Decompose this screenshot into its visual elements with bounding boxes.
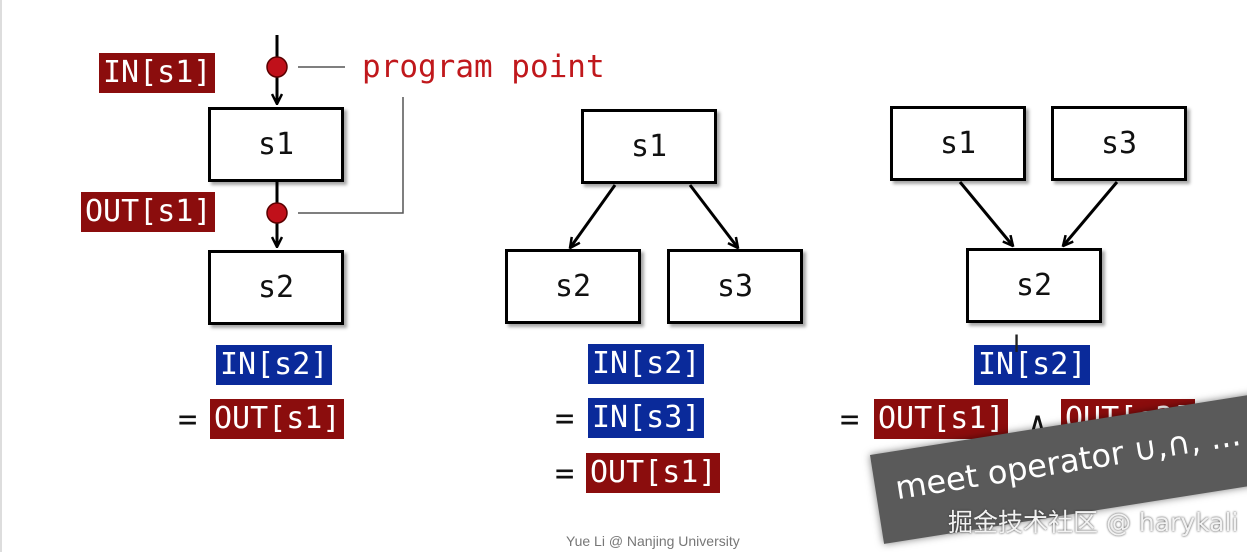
in-s3-tag: IN[s3]	[588, 398, 705, 438]
in-s2-branch-tag: IN[s2]	[588, 344, 705, 384]
s1-to-s3-branch-arrow	[688, 184, 738, 248]
equals-sign-2: =	[555, 454, 575, 492]
node-s2-branch: s2	[505, 249, 641, 324]
node-s3-branch: s3	[667, 249, 803, 324]
node-s1-branch: s1	[581, 109, 717, 184]
left-edge-rule	[0, 0, 2, 552]
program-point-dot-bottom	[266, 202, 288, 224]
node-s2: s2	[208, 250, 344, 325]
program-point-dot-top	[266, 56, 288, 78]
node-s1: s1	[208, 107, 344, 182]
callout-line-bottom	[298, 97, 404, 214]
s3-to-s2-merge-arrow	[1063, 181, 1119, 246]
text-cursor-icon: I	[1013, 330, 1021, 358]
in-s1-tag: IN[s1]	[99, 53, 216, 93]
out-s1-merge-tag: OUT[s1]	[874, 399, 1009, 439]
in-s2-tag: IN[s2]	[216, 345, 333, 385]
equals-sign-merge: =	[840, 400, 860, 438]
node-s1-merge: s1	[890, 106, 1026, 181]
in-s2-merge-tag: IN[s2]	[974, 345, 1091, 385]
out-s1-branch-tag: OUT[s1]	[586, 453, 721, 493]
node-s3-merge: s3	[1051, 106, 1187, 181]
node-s2-merge: s2	[966, 248, 1102, 323]
watermark: 掘金技术社区 @ harykali	[948, 508, 1239, 537]
s1-to-s2-branch-arrow	[570, 184, 617, 248]
out-s1-rhs-tag: OUT[s1]	[210, 399, 345, 439]
slide-footer: Yue Li @ Nanjing University	[566, 533, 740, 549]
s1-to-s2-merge-arrow	[958, 181, 1013, 246]
equals-sign-1: =	[555, 399, 575, 437]
equals-sign: =	[178, 400, 198, 438]
program-point-label: program point	[362, 49, 605, 85]
out-s1-tag: OUT[s1]	[81, 192, 216, 232]
